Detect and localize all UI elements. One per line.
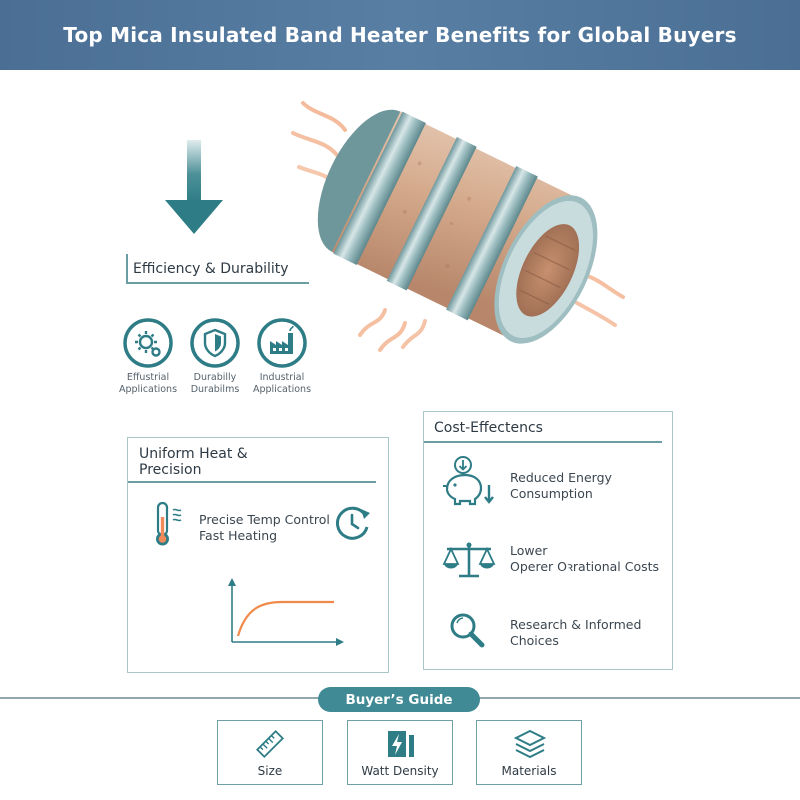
shield-icon — [190, 318, 240, 368]
page-title: Top Mica Insulated Band Heater Benefits … — [63, 23, 737, 47]
band-heater-illustration — [291, 101, 625, 352]
guide-label-watt-density: Watt Density — [361, 764, 439, 778]
clock-icon — [335, 506, 370, 540]
efficiency-underline — [127, 282, 309, 284]
magnifier-icon — [450, 613, 485, 648]
buyers-guide-badge: Buyer’s Guide — [318, 687, 480, 712]
ruler-icon — [255, 729, 285, 759]
header-banner: Top Mica Insulated Band Heater Benefits … — [0, 0, 800, 70]
cost-item-research: Research & Informed Choices — [510, 617, 642, 648]
icon-caption-shield: Durabilly Durabilms — [190, 372, 240, 395]
cost-underline — [424, 441, 662, 443]
guide-label-materials: Materials — [501, 764, 557, 778]
guide-label-size: Size — [257, 764, 283, 778]
icon-caption-factory: Industrial Applications — [252, 372, 312, 395]
piggy-bank-icon — [443, 456, 494, 506]
guide-card-size: Size — [217, 720, 323, 785]
scales-icon — [442, 542, 496, 578]
guide-card-watt-density: Watt Density — [347, 720, 453, 785]
cost-item-operational: Lower Operer Oꝛrational Costs — [510, 543, 660, 574]
cost-heading: Cost-Effectencs — [434, 420, 543, 436]
uniform-heat-panel — [127, 437, 389, 673]
cost-panel — [423, 411, 673, 670]
heating-curve-graph — [228, 578, 344, 646]
uniform-heading: Uniform Heat & Precision — [139, 446, 248, 478]
uniform-text: Precise Temp Control Fast Heating — [199, 512, 330, 543]
thermometer-icon — [156, 501, 182, 546]
efficiency-heading: Efficiency & Durability — [133, 261, 289, 277]
uniform-underline — [128, 481, 376, 483]
layers-icon — [514, 729, 546, 759]
icon-caption-gear: Effustrial Applications — [118, 372, 178, 395]
down-arrow-icon — [165, 140, 223, 234]
battery-bolt-icon — [388, 731, 414, 757]
factory-icon — [257, 318, 307, 368]
cost-item-energy: Reduced Energy Consumption — [510, 470, 612, 501]
efficiency-left-rule — [126, 254, 128, 284]
gear-icon — [123, 318, 173, 368]
guide-card-materials: Materials — [476, 720, 582, 785]
